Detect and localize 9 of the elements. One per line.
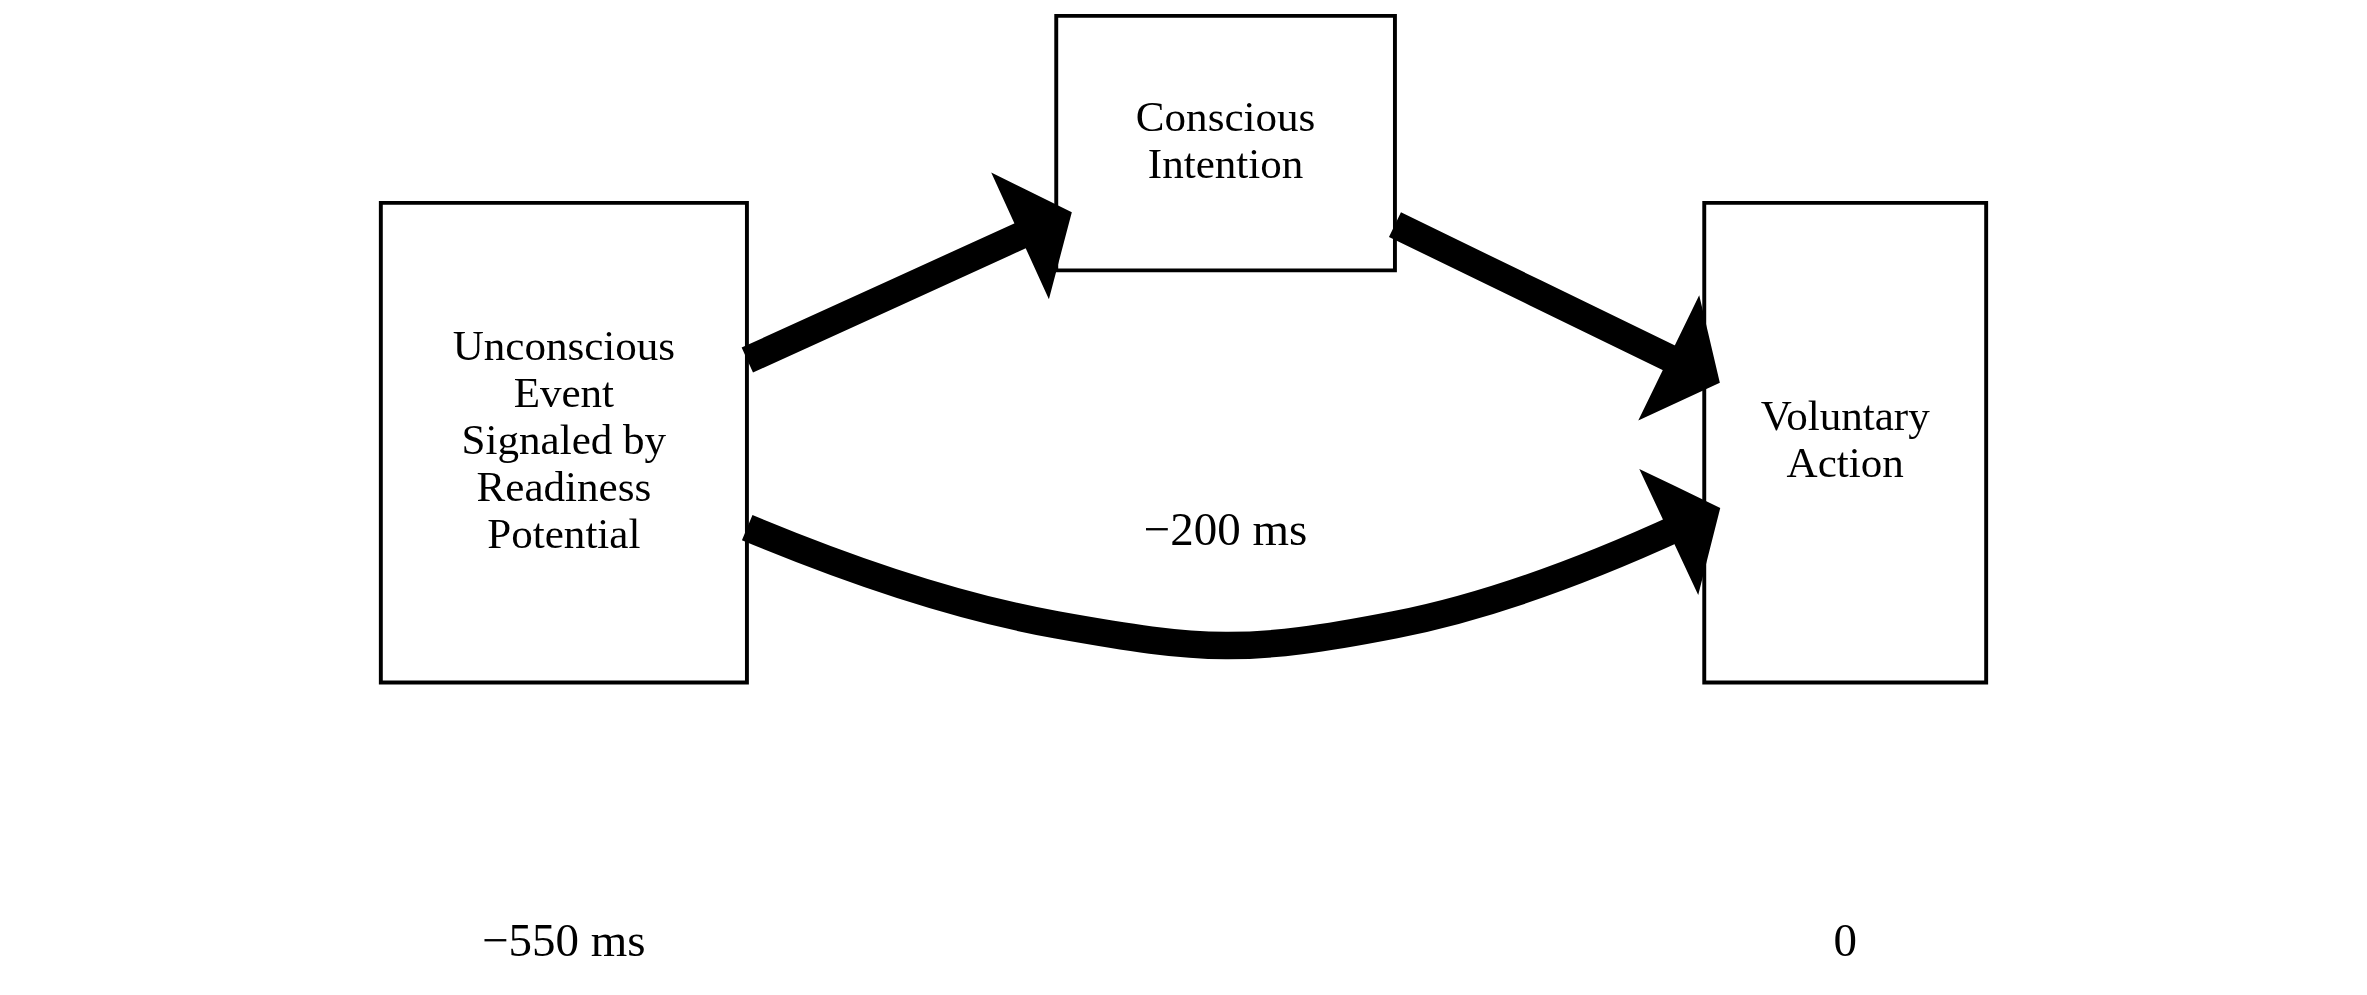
label: 0 [1833,914,1857,966]
label: −550 ms [482,914,646,966]
arrow [741,172,1072,373]
label: −200 ms [1143,502,1308,555]
arrow [1388,212,1720,421]
node-box: Unconscious Event Signaled by Readiness Potential [378,200,749,685]
arrow [742,468,1721,660]
node-box: Voluntary Action [1702,200,1989,685]
node-box: Conscious Intention [1054,13,1397,273]
